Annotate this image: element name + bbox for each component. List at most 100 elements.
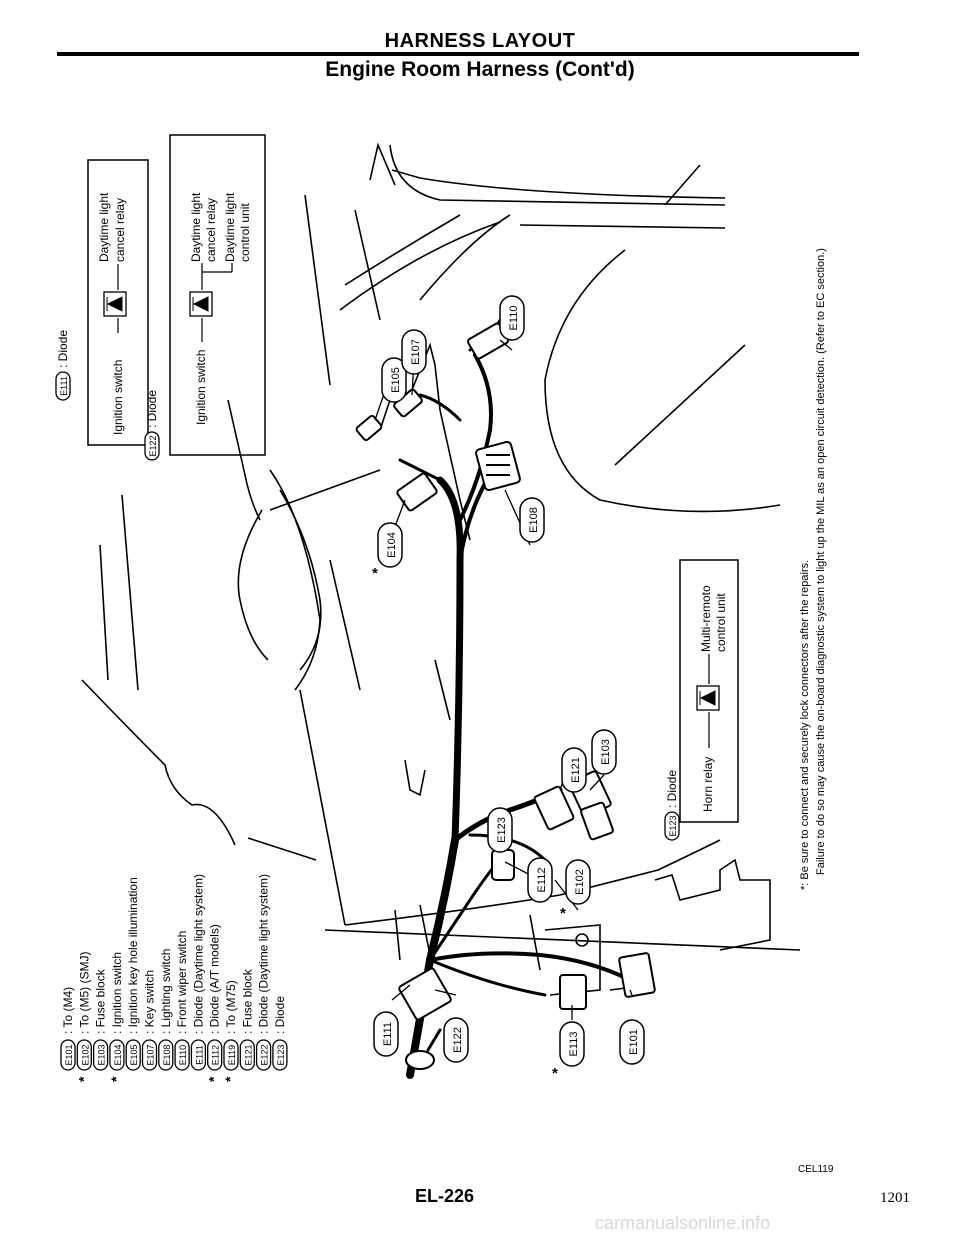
callout-E103-label: E103 — [600, 739, 612, 765]
legend-code: E108 — [162, 1044, 172, 1065]
legend-connector-pill — [223, 1039, 239, 1071]
legend-connector-pill — [272, 1039, 288, 1071]
box3-title: : Diode — [665, 770, 679, 808]
legend-connector-pill — [158, 1039, 174, 1071]
legend-text: : Fuse block — [94, 968, 108, 1034]
callout-E105: E105 — [381, 357, 407, 403]
legend-text: : Key switch — [143, 970, 157, 1034]
vehicle-outline — [81, 142, 801, 996]
legend-code: E105 — [129, 1044, 139, 1065]
legend-connector-pill — [239, 1039, 255, 1071]
legend-row: *E104: Ignition switch — [108, 952, 125, 1082]
callout-E101-label: E101 — [628, 1029, 640, 1055]
legend-row: * E102 : To (M5) (SMJ) — [75, 952, 92, 1082]
callout-E123-label: E123 — [496, 817, 508, 843]
box3-left: Horn relay — [701, 757, 715, 812]
callout-E102: E102 * — [560, 859, 591, 922]
connector-legend: E101 : To (M4) * E102 : To (M5) (SMJ) E103 : F… — [60, 874, 288, 1082]
callout-E111-label: E111 — [382, 1022, 394, 1046]
watermark: carmanualsonline.info — [595, 1213, 771, 1233]
page-subtitle: Engine Room Harness (Cont'd) — [325, 58, 635, 81]
legend-text: : Front wiper switch — [175, 931, 189, 1034]
legend-code: E101 — [64, 1044, 74, 1065]
box2-left: Ignition switch — [194, 350, 208, 425]
legend-code: E122 — [260, 1044, 270, 1065]
legend-row: *E112: Diode (A/T models) — [206, 924, 223, 1082]
legend-row: E122 : Diode (Daytime light system) — [255, 874, 272, 1071]
legend-connector-pill — [109, 1039, 125, 1071]
legend-text: : Diode — [273, 996, 287, 1034]
box3-right1: Multi-remoto — [699, 585, 713, 652]
legend-text: : To (M5) (SMJ) — [77, 952, 91, 1034]
legend-connector-pill — [255, 1039, 272, 1071]
box1-code: E111 — [59, 376, 69, 396]
schematic-box-e122: E122 : Diode Ignition switch Daytime lig… — [144, 134, 266, 461]
schematic-box-e111: E111 : Diode Ignition switch Daytime lig… — [55, 159, 149, 446]
legend-code: E110 — [178, 1045, 188, 1065]
box2-right1: Daytime light — [189, 192, 203, 262]
callout-E104: * E104 — [372, 522, 403, 582]
box2-code: E122 — [148, 435, 158, 456]
legend-row: E110 : Front wiper switch — [174, 931, 190, 1071]
legend-text: : Ignition key hole illumination — [126, 877, 140, 1034]
callout-E103: E103 — [591, 729, 617, 775]
box2-title: : Diode — [145, 390, 159, 428]
legend-connector-pill — [76, 1039, 92, 1071]
legend-star: * — [108, 1076, 124, 1082]
legend-connector-pill — [125, 1039, 141, 1071]
legend-text: : Fuse block — [240, 968, 254, 1034]
callout-E112-label: E112 — [536, 868, 548, 893]
callout-E110-label: E110 — [508, 306, 520, 331]
legend-code: E112 — [211, 1045, 221, 1065]
box1-title: : Diode — [56, 330, 70, 368]
box2-right3: Daytime light — [223, 192, 237, 262]
legend-row: E103 : Fuse block — [92, 968, 109, 1071]
legend-text: : Diode (A/T models) — [208, 924, 222, 1034]
legend-connector-pill — [190, 1039, 207, 1071]
legend-row: *E119: To (M75) — [222, 980, 239, 1082]
box2-right2: cancel relay — [204, 198, 218, 262]
notes: *: Be sure to connect and securely lock … — [799, 248, 827, 890]
legend-code: E104 — [113, 1044, 123, 1065]
callout-E107: E107 — [401, 329, 427, 375]
callout-E121-label: E121 — [570, 757, 582, 783]
legend-connector-pill — [174, 1039, 190, 1071]
box3-code: E123 — [668, 815, 678, 836]
callout-E104-star: * — [372, 565, 378, 582]
callout-E122-label: E122 — [452, 1027, 464, 1053]
title-rule — [57, 52, 859, 56]
callout-E113-star: * — [552, 1065, 558, 1082]
legend-row: E107: Key switch — [141, 970, 158, 1071]
box1-right1: Daytime light — [97, 192, 111, 262]
legend-text: : To (M75) — [224, 980, 238, 1034]
page-number: 1201 — [880, 1190, 910, 1206]
legend-code: E103 — [97, 1044, 107, 1065]
note-line-2: Failure to do so may cause the on-board … — [815, 248, 827, 875]
legend-row: E105 : Ignition key hole illumination — [125, 877, 141, 1071]
legend-code: E121 — [243, 1044, 253, 1065]
legend-row: E111: Diode (Daytime light system) — [190, 874, 207, 1071]
callout-E122: E122 — [443, 1017, 469, 1063]
box1-left: Ignition switch — [111, 360, 125, 435]
legend-connector-pill — [141, 1039, 158, 1071]
callout-E104-label: E104 — [386, 532, 398, 558]
callout-E105-label: E105 — [390, 367, 402, 393]
legend-connector-pill — [92, 1039, 109, 1071]
callout-E102-label: E102 — [574, 869, 586, 895]
legend-star: * — [75, 1076, 91, 1082]
figure-code: CEL119 — [798, 1164, 834, 1175]
box2-right4: control unit — [238, 203, 252, 262]
legend-text: : To (M4) — [61, 987, 75, 1034]
callout-E121: E121 — [561, 747, 587, 793]
box3-right2: control unit — [714, 593, 728, 652]
legend-text: : Diode (Daytime light system) — [257, 874, 271, 1034]
legend-code: E102 — [80, 1044, 90, 1065]
callout-E123: E123 — [487, 807, 513, 853]
page-reference: EL-226 — [415, 1186, 475, 1206]
legend-connector-pill — [60, 1039, 76, 1071]
callout-E113-label: E113 — [568, 1032, 580, 1057]
legend-code: E123 — [276, 1044, 286, 1065]
callout-E107-label: E107 — [410, 339, 422, 365]
legend-row: E121 : Fuse block — [239, 968, 255, 1071]
